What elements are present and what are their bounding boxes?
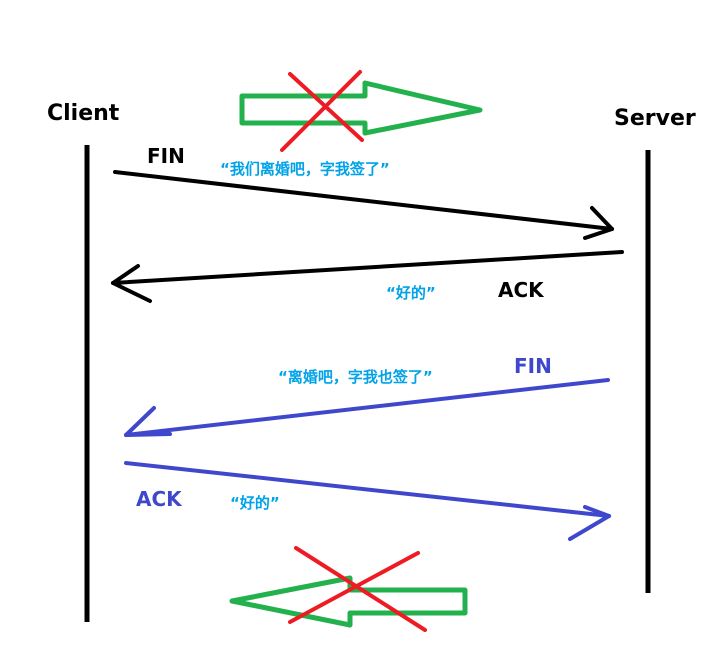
red-cross-icon [288,546,427,632]
server-label: Server [614,106,696,131]
message-quote-1: “我们离婚吧，字我签了” [220,160,390,178]
client-label: Client [47,101,120,126]
message-arrow-ack-2 [124,461,611,541]
green-right-arrow-icon [239,80,483,136]
message-quote-3: “离婚吧，字我也签了” [278,368,433,386]
message-arrow-fin-2 [124,378,610,437]
message-flag-fin-2: FIN [514,354,552,378]
message-quote-4: “好的” [230,494,280,512]
message-flag-ack-1: ACK [498,278,544,302]
message-quote-2: “好的” [386,284,436,302]
green-left-arrow-icon [229,575,468,628]
message-flag-fin-1: FIN [147,144,185,168]
message-flag-ack-2: ACK [136,487,182,511]
red-cross-icon [280,70,364,152]
message-arrow-fin-1 [113,170,614,240]
message-arrow-ack-1 [111,250,624,303]
